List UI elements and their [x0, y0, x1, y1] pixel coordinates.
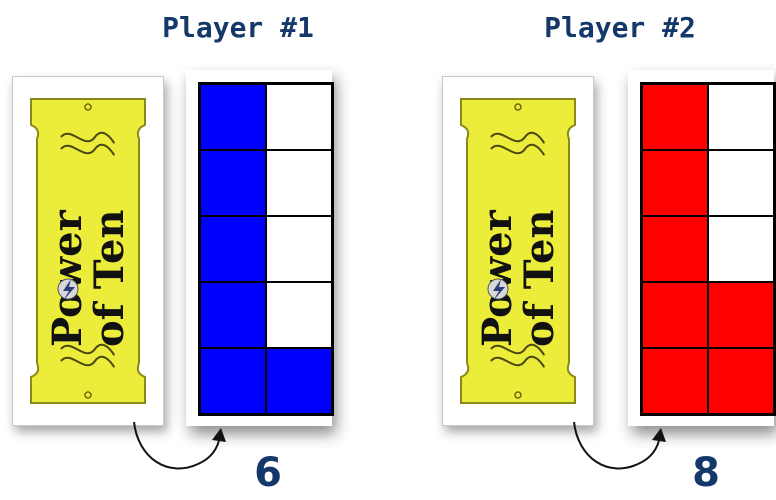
ten-frame-cell-filled: [200, 216, 266, 282]
power-of-ten-card-player-1[interactable]: Power of Ten: [12, 76, 164, 426]
curved-arrow-icon: [568, 418, 678, 478]
ten-frame-cell-empty: [708, 150, 774, 216]
ten-frame-grid: [640, 82, 776, 416]
ten-frame-cell-empty: [708, 84, 774, 150]
power-of-ten-card-player-2[interactable]: Power of Ten: [442, 76, 594, 426]
ten-frame-cell-filled: [708, 348, 774, 414]
player-1-score: 6: [238, 448, 298, 498]
ten-frame-grid: [198, 82, 334, 416]
ten-frame-cell-filled: [708, 282, 774, 348]
ten-frame-cell-empty: [266, 282, 332, 348]
ten-frame-player-2: [628, 70, 774, 426]
card-artwork: Power of Ten: [13, 77, 163, 425]
ten-frame-cell-filled: [642, 84, 708, 150]
ten-frame-cell-filled: [200, 84, 266, 150]
card-title-line2: of Ten: [516, 209, 563, 347]
ten-frame-cell-filled: [642, 216, 708, 282]
card-artwork: Power of Ten: [443, 77, 593, 425]
ten-frame-cell-filled: [642, 348, 708, 414]
ten-frame-cell-empty: [708, 216, 774, 282]
ten-frame-cell-filled: [200, 348, 266, 414]
ten-frame-cell-empty: [266, 150, 332, 216]
player-2-title: Player #2: [500, 6, 740, 50]
ten-frame-cell-filled: [642, 150, 708, 216]
ten-frame-cell-filled: [642, 282, 708, 348]
ten-frame-cell-filled: [266, 348, 332, 414]
player-2-score: 8: [676, 448, 736, 498]
player-1-title: Player #1: [118, 6, 358, 50]
ten-frame-cell-filled: [200, 150, 266, 216]
ten-frame-cell-filled: [200, 282, 266, 348]
ten-frame-player-1: [186, 70, 332, 426]
ten-frame-cell-empty: [266, 84, 332, 150]
card-title-line1: Power: [474, 209, 521, 347]
card-title-line2: of Ten: [86, 209, 133, 347]
ten-frame-cell-empty: [266, 216, 332, 282]
curved-arrow-icon: [128, 418, 238, 478]
card-title-line1: Power: [44, 209, 91, 347]
